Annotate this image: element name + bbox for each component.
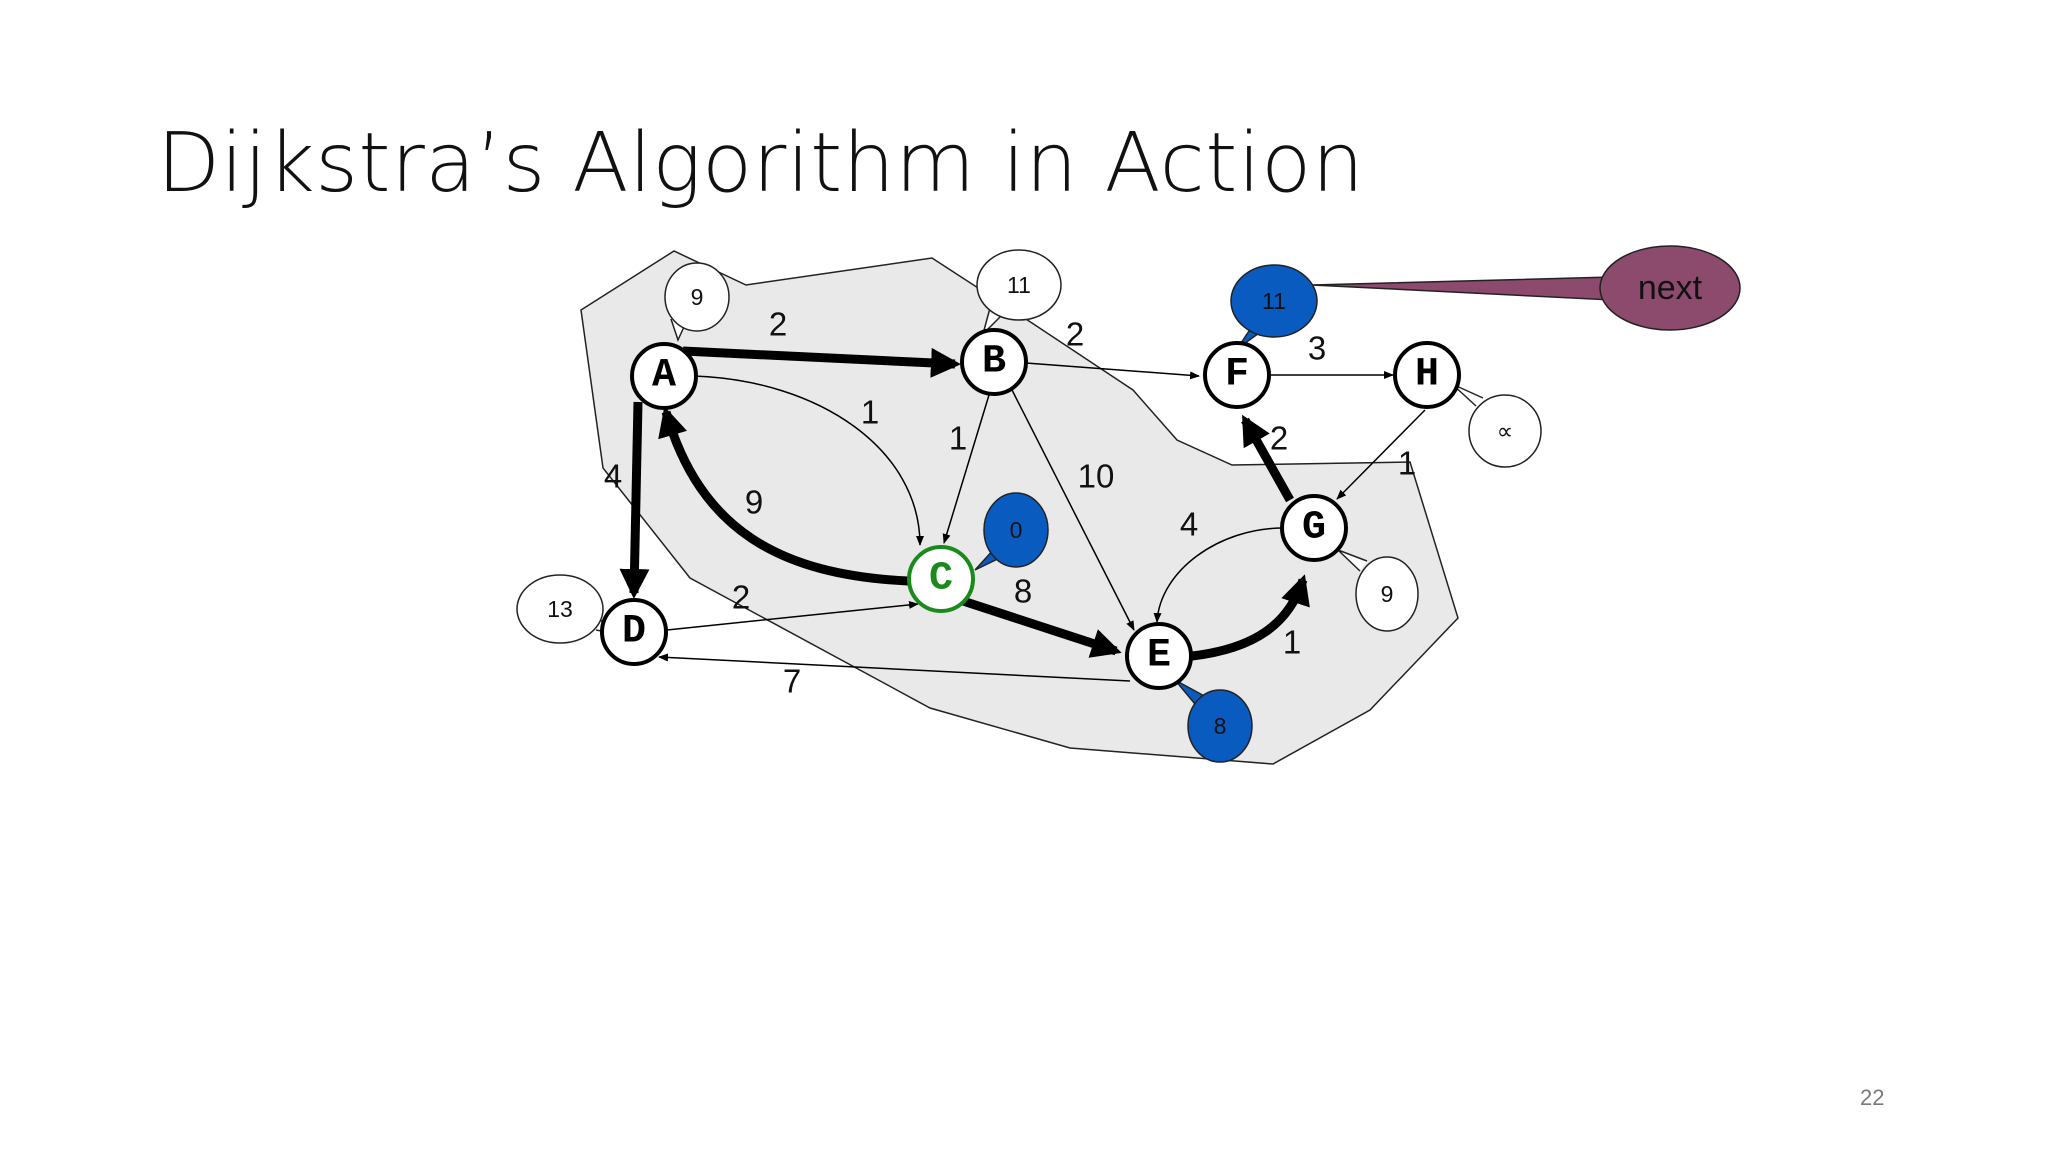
edge-A-D (619, 401, 650, 599)
weight-F-H: 3 (1308, 330, 1326, 367)
next-callout-tail (1311, 276, 1613, 301)
distance-bubble-D: 13 (516, 574, 619, 644)
node-E: E (1125, 622, 1193, 690)
weight-A-B: 2 (769, 306, 787, 343)
distance-value-D: 13 (547, 596, 573, 622)
node-A: A (630, 342, 698, 410)
node-label-H: H (1415, 353, 1439, 398)
distance-bubble-B: 11 (976, 249, 1062, 337)
next-callout: next (1311, 245, 1741, 331)
edge-B-C (942, 394, 990, 544)
edge-C-E (961, 596, 1122, 658)
distance-value-C: 0 (1010, 517, 1023, 543)
weight-A-D: 4 (604, 458, 622, 495)
edge-A-B (682, 346, 961, 378)
distance-bubble-H: ∝ (1451, 383, 1542, 468)
distance-bubble-layer: 9 11 0 13 8 11 (516, 249, 1542, 763)
slide-title: Dijkstra’s Algorithm in Action (157, 116, 1365, 211)
distance-value-G: 9 (1381, 581, 1394, 607)
distance-bubble-G: 9 (1337, 549, 1419, 632)
node-label-A: A (652, 354, 676, 399)
node-D: D (600, 598, 668, 666)
edge-D-C (666, 600, 919, 631)
distance-bubble-C: 0 (974, 492, 1049, 571)
weight-E-D: 7 (783, 663, 801, 700)
distance-bubble-F: 11 (1230, 264, 1318, 350)
edge-layer (619, 346, 1426, 682)
node-label-E: E (1147, 634, 1171, 679)
next-callout-label: next (1638, 269, 1703, 307)
weight-C-E: 8 (1014, 573, 1032, 610)
edge-E-D (658, 653, 1131, 682)
edge-C-A (658, 406, 909, 586)
edge-H-G (1336, 409, 1426, 500)
weight-A-C: 1 (861, 394, 879, 431)
edge-weight-layer: 2 1 4 9 2 1 10 2 8 7 1 4 2 3 1 (604, 306, 1416, 700)
weight-D-C: 2 (732, 579, 750, 616)
node-F: F (1203, 341, 1271, 409)
weight-G-E: 4 (1180, 506, 1198, 543)
weight-G-F: 2 (1270, 420, 1288, 457)
weight-B-F: 2 (1066, 316, 1084, 353)
node-G: G (1280, 494, 1348, 562)
weight-E-G: 1 (1283, 624, 1301, 661)
weight-B-E: 10 (1078, 458, 1115, 495)
next-callout-bubble (1599, 245, 1741, 331)
distance-bubble-E: 8 (1174, 679, 1253, 763)
edge-B-F (1025, 362, 1200, 380)
node-C: C (907, 545, 975, 613)
node-H: H (1393, 341, 1461, 409)
distance-value-E: 8 (1214, 713, 1227, 739)
distance-value-F: 11 (1262, 288, 1286, 314)
edge-B-E (1011, 389, 1135, 631)
node-label-F: F (1225, 353, 1249, 398)
node-label-G: G (1302, 506, 1326, 551)
node-layer: A B C D E F G H (600, 328, 1461, 690)
weight-H-G: 1 (1398, 445, 1416, 482)
node-label-C: C (929, 557, 953, 602)
edge-G-E (1153, 527, 1284, 623)
edge-A-C (692, 375, 924, 546)
distance-bubble-A: 9 (664, 262, 730, 343)
page-number: 22 (1860, 1085, 1885, 1110)
node-label-B: B (982, 340, 1006, 385)
node-B: B (960, 328, 1028, 396)
edge-G-F (1241, 414, 1294, 503)
distance-value-H: ∝ (1497, 418, 1513, 444)
weight-B-C: 1 (949, 420, 967, 457)
weight-C-A: 9 (745, 484, 763, 521)
edge-E-G (1191, 574, 1310, 661)
node-label-D: D (622, 610, 646, 655)
distance-value-A: 9 (691, 284, 704, 310)
distance-value-B: 11 (1007, 272, 1031, 298)
